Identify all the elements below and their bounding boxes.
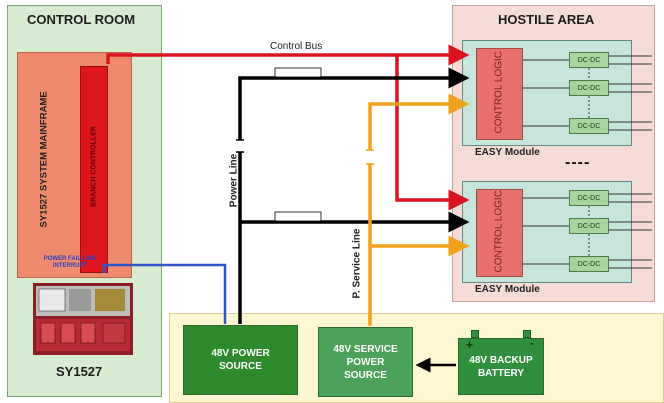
- power-line-label: Power Line: [229, 141, 240, 221]
- module-internal-wiring: [523, 56, 652, 268]
- service-line-label: P. Service Line: [352, 219, 363, 309]
- service-line-wire: [366, 104, 466, 326]
- control-bus-label: Control Bus: [270, 41, 322, 52]
- interrupt-line-wire: [104, 265, 225, 324]
